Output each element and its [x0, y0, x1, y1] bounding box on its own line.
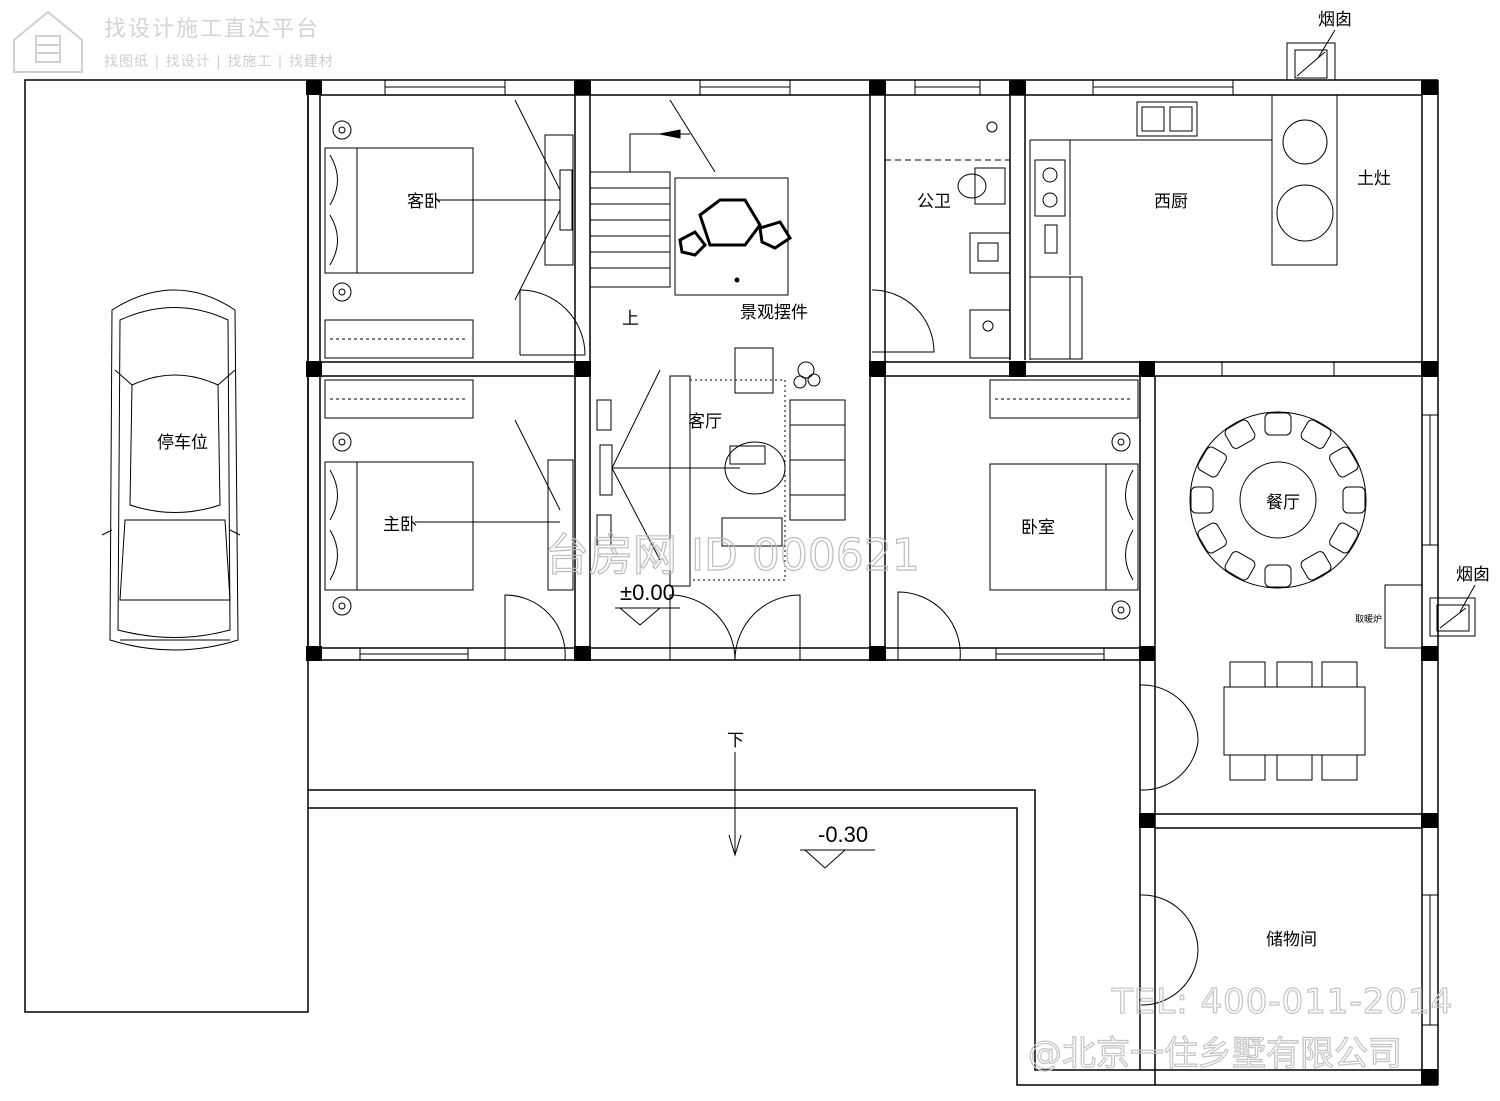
bedroom-label: 卧室: [1021, 518, 1055, 538]
dining-chair: [1197, 522, 1227, 554]
western-kitchen-label: 西厨: [1154, 192, 1188, 212]
chimney-icon: [1286, 29, 1336, 81]
down-label: 下: [727, 731, 744, 751]
master-bedroom-door: [504, 594, 566, 661]
master-bedroom-label: 主卧: [383, 515, 417, 535]
level-yard-label: -0.30: [818, 822, 868, 847]
landscape-ornament-label: 景观摆件: [740, 303, 808, 323]
windows: [359, 79, 1439, 1026]
rect-dining-table: [1223, 661, 1366, 781]
dining-chair: [1224, 419, 1256, 449]
kitchen-fixtures: [1029, 94, 1338, 360]
brand-sub: 找图纸 | 找设计 | 找施工 | 找建材: [104, 54, 334, 70]
guest-bed: [324, 120, 474, 359]
car-icon: [101, 289, 241, 651]
heating-stove-icon: [1384, 584, 1423, 649]
dining-chair: [1197, 446, 1227, 478]
bath-door: [871, 289, 935, 353]
watermark-tel: TEL: 400-011-2014: [1111, 982, 1453, 1022]
columns: [306, 80, 1438, 1085]
storage-label: 储物间: [1266, 930, 1317, 950]
dining-chair: [1342, 486, 1366, 514]
bedroom-bed: [989, 379, 1139, 620]
bathroom-fixtures: [885, 121, 1011, 359]
dining-chair: [1329, 446, 1359, 478]
living-room-furniture: [596, 347, 846, 587]
interior-walls: [320, 95, 1422, 829]
dining-chair: [1329, 522, 1359, 554]
entry-doors: [669, 594, 801, 661]
storage-door: [1139, 894, 1199, 1006]
guest-bedroom-label: 客卧: [407, 192, 441, 212]
dining-chair: [1300, 551, 1332, 581]
brand-logo: [13, 10, 83, 73]
level-main-marker: [615, 607, 680, 626]
staircase: [589, 99, 716, 288]
dining-room-label: 餐厅: [1266, 493, 1300, 513]
brand-line: 找设计施工直达平台: [104, 17, 320, 42]
dining-chair: [1224, 551, 1256, 581]
dining-table: [1189, 411, 1367, 589]
public-bath-label: 公卫: [917, 192, 951, 212]
stair-up-label: 上: [622, 309, 639, 329]
watermark-company: @北京一住乡墅有限公司: [1028, 1034, 1402, 1074]
level-main-label: ±0.00: [620, 580, 675, 605]
earth-stove-label: 土灶: [1357, 169, 1391, 189]
heating-stove-label: 取暖炉: [1355, 613, 1382, 625]
parking-label: 停车位: [157, 433, 208, 453]
parking-area: [24, 79, 309, 1013]
level-yard-marker: [800, 849, 875, 869]
dining-chairs: [1190, 412, 1366, 588]
chimney-top-label: 烟囱: [1318, 10, 1352, 30]
watermark-id: 台房网 ID 000621: [545, 530, 920, 581]
chimney-2-icon: [1429, 584, 1476, 637]
bedroom-door: [897, 591, 961, 661]
guest-bedroom-door: [519, 289, 586, 356]
dining-chair: [1300, 419, 1332, 449]
living-room-label: 客厅: [688, 412, 722, 432]
dining-chair: [1264, 412, 1292, 436]
dining-chair: [1190, 486, 1214, 514]
down-arrow: [728, 752, 742, 857]
landscape-ornament-icon: [674, 177, 793, 296]
dining-chair: [1264, 564, 1292, 588]
chimney-2-label: 烟囱: [1456, 565, 1490, 585]
dining-side-door: [1139, 684, 1199, 791]
yard-boundary: [308, 789, 1155, 1086]
master-bed: [324, 379, 474, 616]
